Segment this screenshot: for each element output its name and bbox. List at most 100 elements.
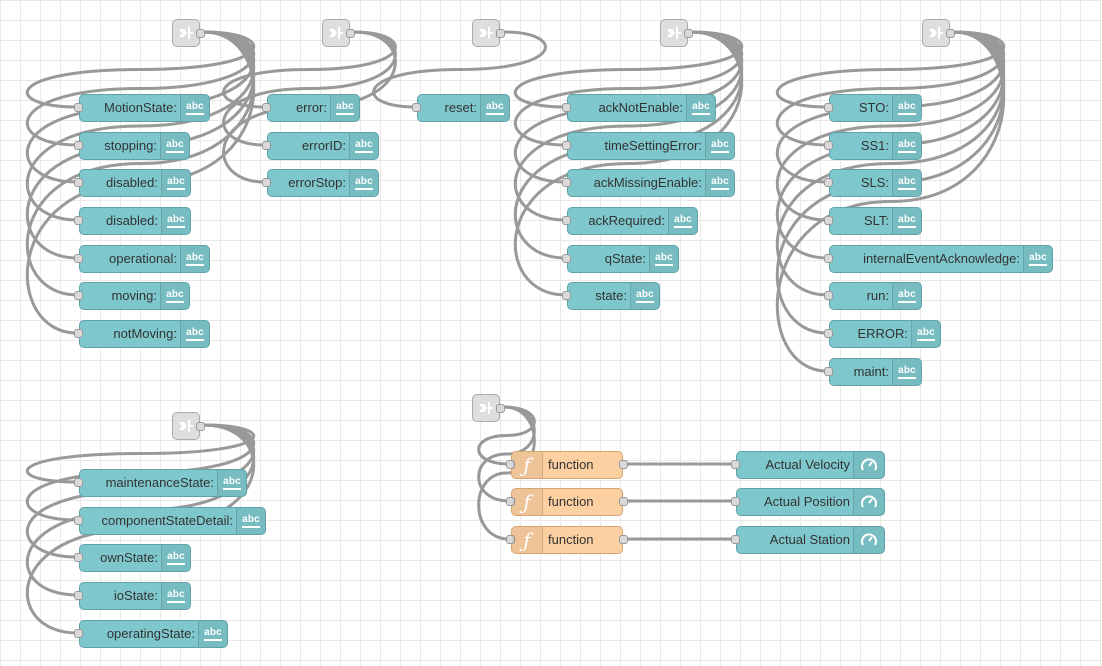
wire[interactable]	[477, 405, 536, 466]
text-node-sls[interactable]: SLS: abc	[824, 169, 922, 197]
inject-node[interactable]	[172, 412, 205, 440]
text-node-slt[interactable]: SLT: abc	[824, 207, 922, 235]
text-node-run[interactable]: run: abc	[824, 282, 922, 310]
wire[interactable]	[775, 30, 1006, 147]
input-port[interactable]	[731, 497, 740, 506]
input-port[interactable]	[74, 329, 83, 338]
gauge-node-actual-station[interactable]: Actual Station	[731, 526, 885, 554]
input-port[interactable]	[74, 291, 83, 300]
input-port[interactable]	[824, 141, 833, 150]
input-port[interactable]	[506, 460, 515, 469]
wire[interactable]	[477, 405, 536, 503]
input-port[interactable]	[824, 178, 833, 187]
wire[interactable]	[775, 30, 1006, 109]
text-node-timesettingerror[interactable]: timeSettingError: abc	[562, 132, 735, 160]
input-port[interactable]	[562, 103, 571, 112]
input-port[interactable]	[74, 141, 83, 150]
function-node[interactable]: ƒ function	[506, 526, 628, 554]
wire[interactable]	[25, 423, 256, 484]
text-node-error[interactable]: error: abc	[262, 94, 360, 122]
text-node-notmoving[interactable]: notMoving: abc	[74, 320, 210, 348]
input-port[interactable]	[824, 291, 833, 300]
text-node-componentstatedetail[interactable]: componentStateDetail: abc	[74, 507, 266, 535]
output-port[interactable]	[619, 460, 628, 469]
inject-node[interactable]	[322, 19, 355, 47]
input-port[interactable]	[74, 553, 83, 562]
input-port[interactable]	[74, 103, 83, 112]
wire[interactable]	[513, 30, 744, 147]
gauge-node-actual-velocity[interactable]: Actual Velocity	[731, 451, 885, 479]
inject-node[interactable]	[472, 19, 505, 47]
input-port[interactable]	[731, 535, 740, 544]
output-port[interactable]	[346, 29, 355, 38]
input-port[interactable]	[506, 497, 515, 506]
wire[interactable]	[513, 30, 744, 297]
text-node-maint[interactable]: maint: abc	[824, 358, 922, 386]
output-port[interactable]	[496, 29, 505, 38]
text-node-ackrequired[interactable]: ackRequired: abc	[562, 207, 698, 235]
text-node-operational[interactable]: operational: abc	[74, 245, 210, 273]
wire[interactable]	[372, 30, 547, 109]
output-port[interactable]	[946, 29, 955, 38]
inject-node[interactable]	[660, 19, 693, 47]
wire[interactable]	[25, 30, 256, 147]
text-node-ss1[interactable]: SS1: abc	[824, 132, 922, 160]
text-node-errorid[interactable]: errorID: abc	[262, 132, 379, 160]
text-node-qstate[interactable]: qState: abc	[562, 245, 679, 273]
text-node-ackmissingenable[interactable]: ackMissingEnable: abc	[562, 169, 735, 197]
input-port[interactable]	[824, 216, 833, 225]
inject-node[interactable]	[172, 19, 205, 47]
input-port[interactable]	[562, 178, 571, 187]
wire[interactable]	[222, 30, 397, 147]
input-port[interactable]	[74, 629, 83, 638]
wire[interactable]	[477, 405, 536, 541]
input-port[interactable]	[74, 178, 83, 187]
input-port[interactable]	[262, 103, 271, 112]
text-node-disabled[interactable]: disabled: abc	[74, 169, 191, 197]
text-node-motionstate[interactable]: MotionState: abc	[74, 94, 210, 122]
inject-node[interactable]	[472, 394, 505, 422]
text-node-stopping[interactable]: stopping: abc	[74, 132, 190, 160]
output-port[interactable]	[496, 404, 505, 413]
input-port[interactable]	[562, 216, 571, 225]
input-port[interactable]	[74, 216, 83, 225]
function-node[interactable]: ƒ function	[506, 451, 628, 479]
output-port[interactable]	[619, 535, 628, 544]
output-port[interactable]	[684, 29, 693, 38]
text-node-ownstate[interactable]: ownState: abc	[74, 544, 191, 572]
text-node-iostate[interactable]: ioState: abc	[74, 582, 191, 610]
input-port[interactable]	[74, 591, 83, 600]
wire[interactable]	[775, 30, 1006, 373]
input-port[interactable]	[562, 291, 571, 300]
input-port[interactable]	[262, 141, 271, 150]
function-node[interactable]: ƒ function	[506, 488, 628, 516]
text-node-moving[interactable]: moving: abc	[74, 282, 190, 310]
input-port[interactable]	[74, 516, 83, 525]
text-node-operatingstate[interactable]: operatingState: abc	[74, 620, 228, 648]
wire[interactable]	[25, 30, 256, 109]
input-port[interactable]	[824, 254, 833, 263]
text-node-errorstop[interactable]: errorStop: abc	[262, 169, 379, 197]
output-port[interactable]	[196, 422, 205, 431]
text-node-acknotenable[interactable]: ackNotEnable: abc	[562, 94, 716, 122]
text-node-reset[interactable]: reset: abc	[412, 94, 510, 122]
input-port[interactable]	[412, 103, 421, 112]
inject-node[interactable]	[922, 19, 955, 47]
gauge-node-actual-position[interactable]: Actual Position	[731, 488, 885, 516]
text-node-internaleventacknowledge[interactable]: internalEventAcknowledge: abc	[824, 245, 1053, 273]
text-node-state[interactable]: state: abc	[562, 282, 660, 310]
input-port[interactable]	[506, 535, 515, 544]
output-port[interactable]	[196, 29, 205, 38]
text-node-error[interactable]: ERROR: abc	[824, 320, 941, 348]
text-node-sto[interactable]: STO: abc	[824, 94, 922, 122]
input-port[interactable]	[262, 178, 271, 187]
input-port[interactable]	[824, 367, 833, 376]
input-port[interactable]	[562, 254, 571, 263]
text-node-maintenancestate[interactable]: maintenanceState: abc	[74, 469, 247, 497]
input-port[interactable]	[562, 141, 571, 150]
text-node-disabled[interactable]: disabled: abc	[74, 207, 191, 235]
input-port[interactable]	[74, 254, 83, 263]
wire[interactable]	[513, 30, 744, 109]
input-port[interactable]	[731, 460, 740, 469]
